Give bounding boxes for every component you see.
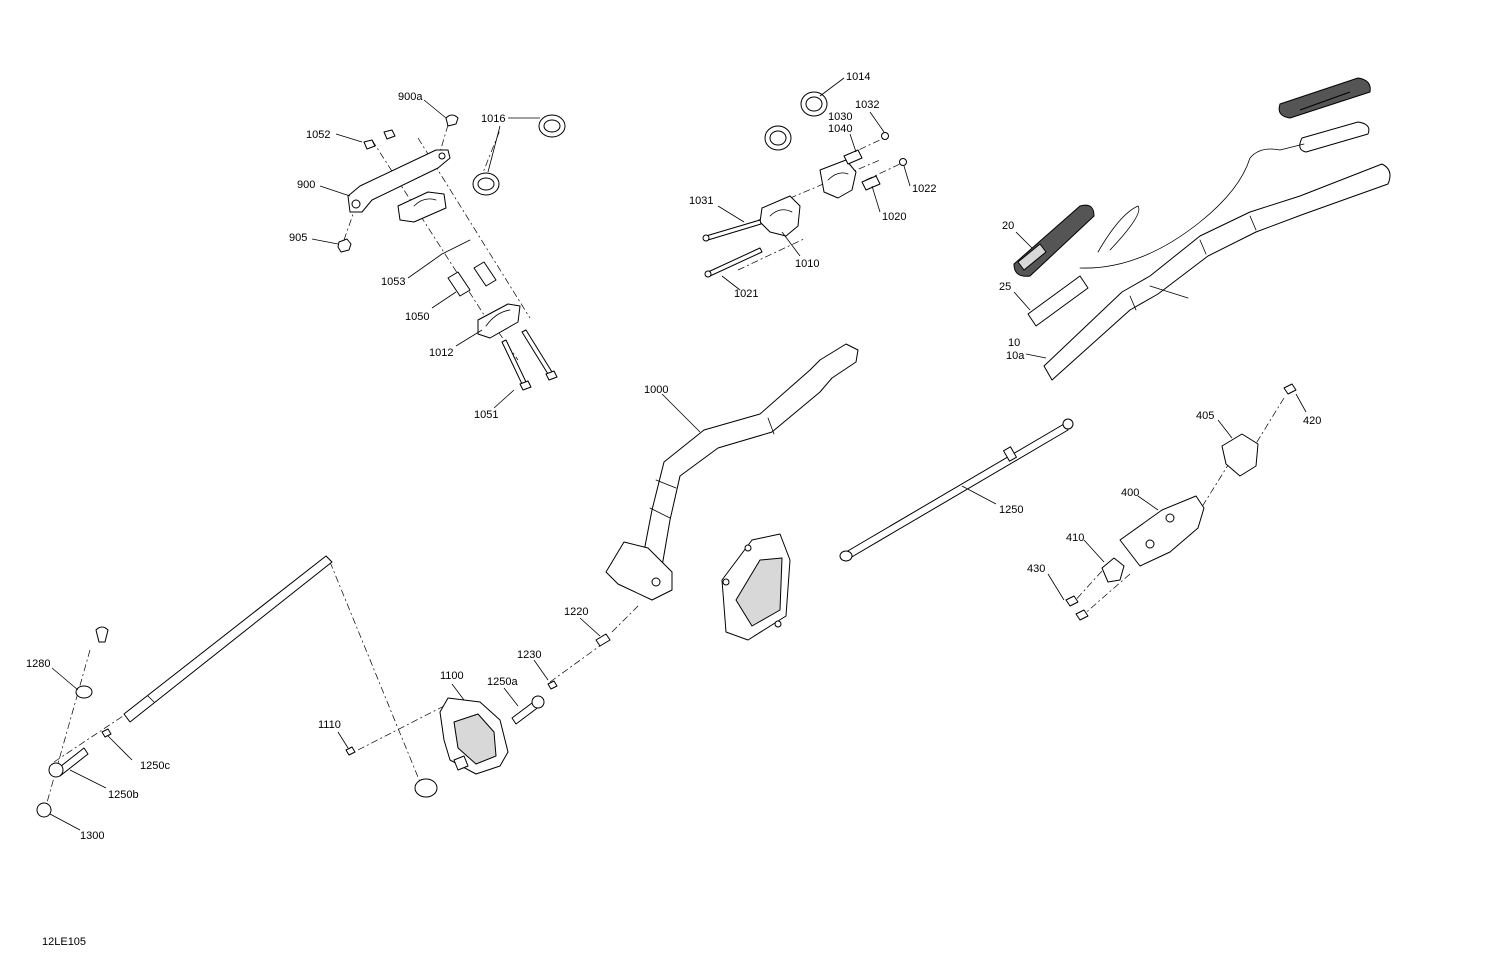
callout-1021: 1021 xyxy=(734,288,758,300)
callout-1030: 1030 xyxy=(828,111,852,123)
callout-430: 430 xyxy=(1027,563,1045,575)
callout-1010: 1010 xyxy=(795,258,819,270)
callout-905: 905 xyxy=(289,232,307,244)
steering-column xyxy=(605,343,859,641)
callout-410: 410 xyxy=(1066,532,1084,544)
figure-code: 12LE105 xyxy=(42,936,86,948)
callout-420: 420 xyxy=(1303,415,1321,427)
callout-900: 900 xyxy=(297,179,315,191)
stem-clamp-assembly xyxy=(337,114,566,391)
callout-1000: 1000 xyxy=(644,384,668,396)
callout-1280: 1280 xyxy=(26,658,50,670)
callout-1014: 1014 xyxy=(846,71,870,83)
callout-1031: 1031 xyxy=(689,195,713,207)
callout-1040: 1040 xyxy=(828,123,852,135)
callout-1050: 1050 xyxy=(405,311,429,323)
callout-1250c: 1250c xyxy=(140,760,170,772)
callout-1053: 1053 xyxy=(381,276,405,288)
tie-rod xyxy=(839,418,1074,562)
callout-1300: 1300 xyxy=(80,830,104,842)
callout-labels: 900a 1016 1052 900 905 1053 1050 1012 10… xyxy=(26,71,1321,948)
callout-1110: 1110 xyxy=(318,719,341,731)
callout-1220: 1220 xyxy=(564,606,588,618)
callout-1012: 1012 xyxy=(429,347,453,359)
linkage-assembly xyxy=(1065,383,1297,621)
callout-400: 400 xyxy=(1121,487,1139,499)
callout-1052: 1052 xyxy=(306,129,330,141)
callout-1016: 1016 xyxy=(481,113,505,125)
callout-1250: 1250 xyxy=(999,504,1023,516)
handlebar-clamp-assembly xyxy=(702,91,907,278)
callout-1022: 1022 xyxy=(912,183,936,195)
leader-lines xyxy=(49,77,1307,831)
callout-1250b: 1250b xyxy=(108,789,139,801)
lower-steering-assembly xyxy=(36,555,641,818)
callout-1230: 1230 xyxy=(517,649,541,661)
callout-1100: 1100 xyxy=(440,670,464,682)
callout-25: 25 xyxy=(999,281,1011,293)
callout-1032: 1032 xyxy=(855,99,879,111)
handlebar-assembly xyxy=(1013,77,1391,381)
callout-900a: 900a xyxy=(398,91,423,103)
callout-20: 20 xyxy=(1002,220,1014,232)
callout-405: 405 xyxy=(1196,410,1214,422)
callout-10: 10 xyxy=(1008,337,1020,349)
callout-1250a: 1250a xyxy=(487,676,518,688)
callout-1020: 1020 xyxy=(882,211,906,223)
callout-10a: 10a xyxy=(1006,350,1025,362)
callout-1051: 1051 xyxy=(474,409,498,421)
